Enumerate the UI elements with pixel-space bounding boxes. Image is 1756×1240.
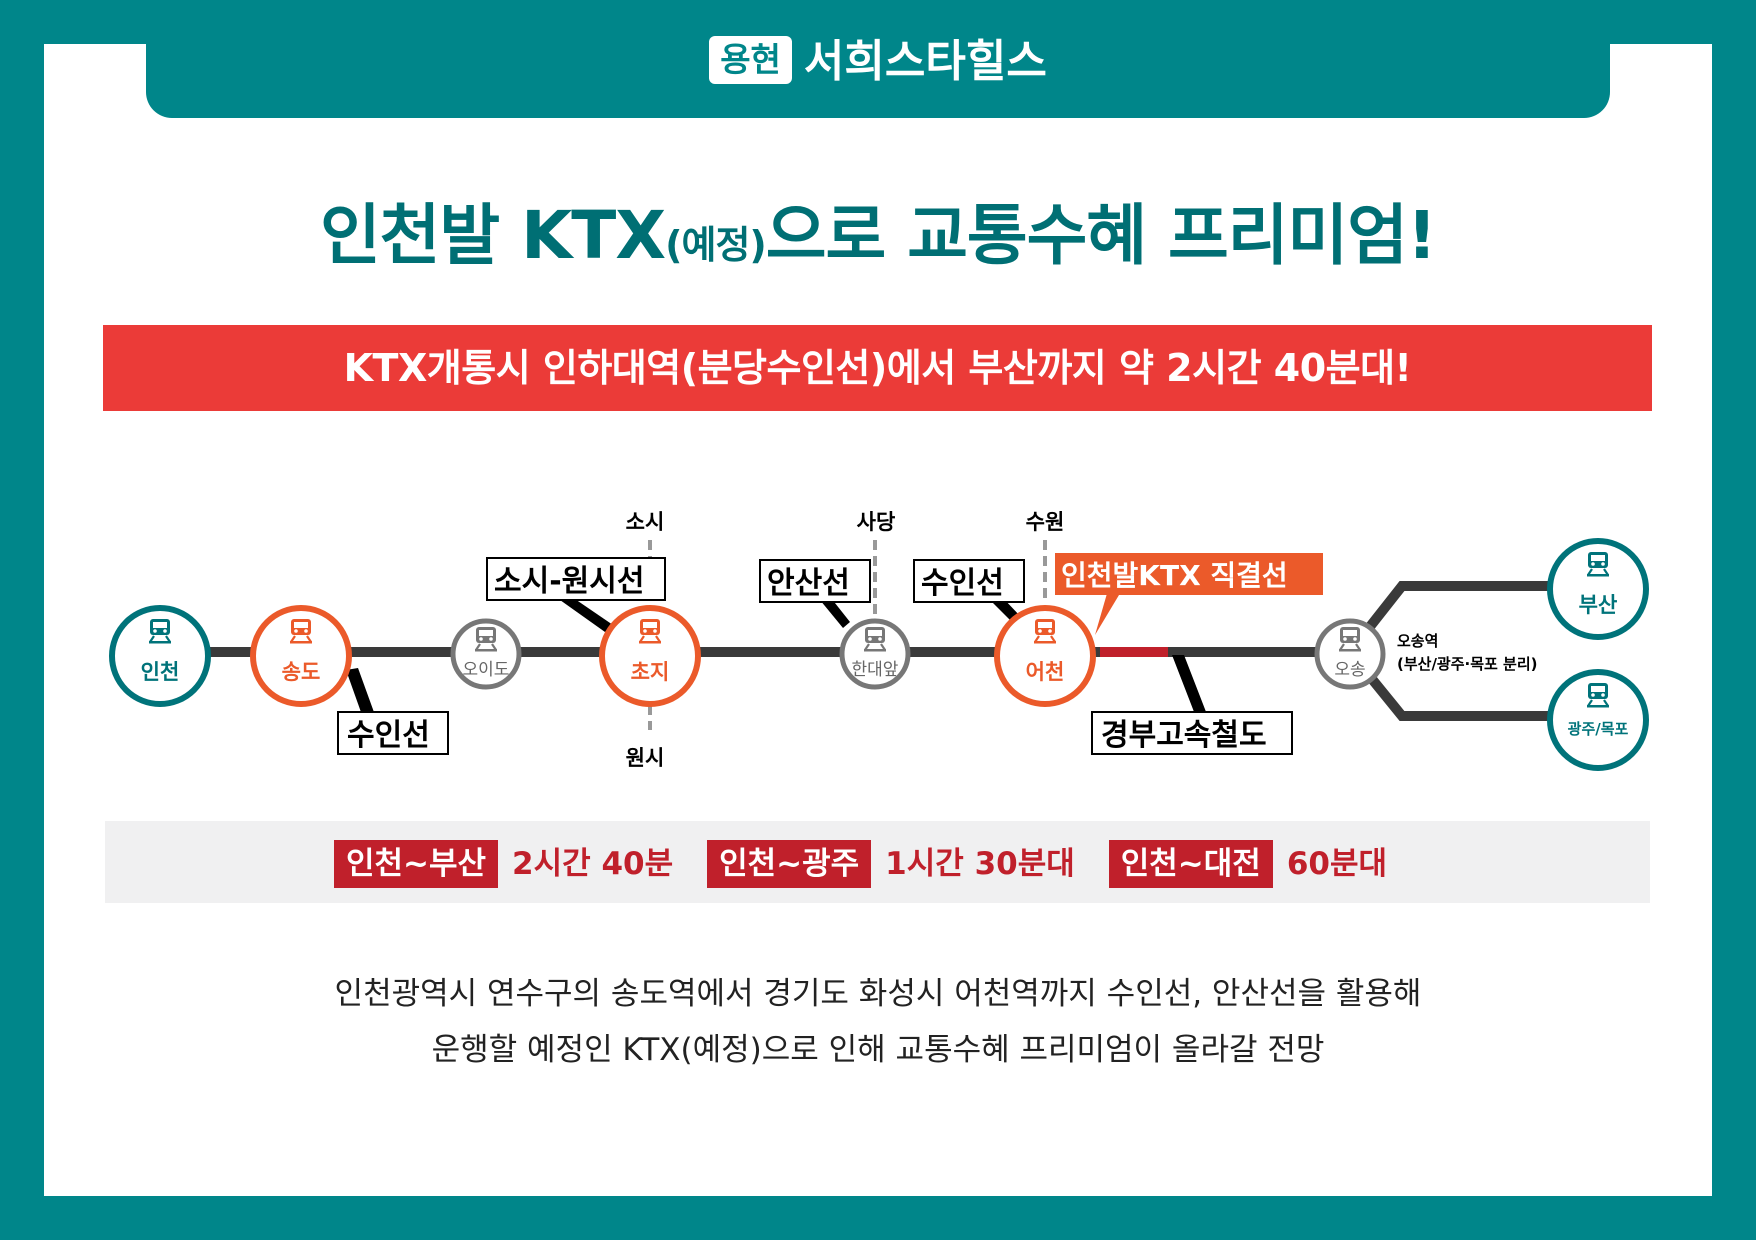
station-name: 한대앞 (852, 660, 899, 680)
station-name: 부산 (1579, 593, 1618, 617)
description-line: 운행할 예정인 KTX(예정)으로 인해 교통수혜 프리미엄이 올라갈 전망 (431, 1032, 1325, 1068)
station-choji: 초지 (599, 605, 701, 707)
pointer (1172, 655, 1208, 717)
description-line: 인천광역시 연수구의 송도역에서 경기도 화성시 어천역까지 수인선, 안산선을… (334, 976, 1422, 1012)
branch-label-wonsi: 원시 (626, 746, 665, 770)
osong-note-detail: (부산/광주·목포 분리) (1397, 655, 1538, 673)
osong-note-title: 오송역 (1397, 632, 1438, 650)
callout-sosi-wonsi: 소시-원시선 (486, 557, 666, 601)
route-time-daejeon: 60분대 (1286, 845, 1388, 882)
callout-ktx-direct: 인천발KTX 직결선 (1055, 553, 1323, 595)
callout-ansan: 안산선 (759, 559, 871, 603)
branch-label-sosi: 소시 (626, 510, 665, 534)
banner: KTX개통시 인하대역(분당수인선)에서 부산까지 약 2시간 40분대! (103, 325, 1652, 411)
line-label: 안산선 (767, 566, 850, 601)
headline: 인천발 KTX(예정)으로 교통수혜 프리미엄! (0, 190, 1756, 291)
callout-suin-songdo: 수인선 (337, 711, 449, 755)
route-time-gwangju: 1시간 30분대 (885, 845, 1075, 882)
line-label: 소시-원시선 (494, 564, 644, 599)
station-busan: 부산 (1547, 538, 1649, 640)
route-map: 인천 송도 오이도 초지 한대앞 어천 (109, 510, 1649, 771)
station-oido: 오이도 (450, 618, 522, 690)
branch-label-sadang: 사당 (857, 510, 896, 534)
station-name: 오이도 (463, 660, 510, 680)
station-handaeap: 한대앞 (839, 618, 911, 690)
travel-time-bar: 인천~부산 2시간 40분 인천~광주 1시간 30분대 인천~대전 60분대 (105, 821, 1650, 903)
line-label: 인천발KTX 직결선 (1061, 559, 1288, 592)
station-name: 초지 (631, 660, 670, 684)
pointer (560, 597, 613, 632)
line-label: 수인선 (921, 566, 1004, 601)
headline-rest: 으로 교통수혜 프리미엄! (765, 197, 1437, 274)
headline-note: (예정) (665, 223, 767, 267)
station-incheon: 인천 (109, 605, 211, 707)
route-label-daejeon: 인천~대전 (1108, 839, 1273, 888)
station-name: 오송 (1334, 660, 1365, 680)
callout-pointers (346, 590, 1208, 717)
brand-name: 서희스타힐스 (803, 36, 1047, 87)
callout-gyeongbu: 경부고속철도 (1091, 711, 1293, 755)
brand-badge: 용현 (709, 36, 792, 84)
station-name: 어천 (1026, 660, 1065, 684)
pointer (820, 598, 850, 628)
station-name: 송도 (282, 660, 321, 684)
route-label-gwangju: 인천~광주 (707, 839, 872, 888)
route-label-busan: 인천~부산 (333, 839, 499, 888)
station-name: 인천 (141, 660, 180, 684)
callout-suin-eocheon: 수인선 (913, 559, 1025, 603)
description: 인천광역시 연수구의 송도역에서 경기도 화성시 어천역까지 수인선, 안산선을… (0, 966, 1756, 1078)
branch-label-suwon: 수원 (1026, 510, 1065, 534)
pointer (346, 668, 375, 715)
station-name: 광주/목포 (1568, 720, 1629, 738)
station-osong: 오송 (1314, 618, 1386, 690)
ktx-pointer (1095, 590, 1122, 635)
line-label: 수인선 (347, 718, 430, 753)
station-gwangju-mokpo: 광주/목포 (1547, 669, 1649, 771)
headline-main: 인천발 KTX (319, 197, 666, 274)
station-songdo: 송도 (250, 605, 352, 707)
header-tab (146, 0, 1610, 118)
station-eocheon: 어천 (994, 605, 1096, 707)
line-label: 경부고속철도 (1101, 718, 1267, 753)
route-time-busan: 2시간 40분 (512, 845, 674, 882)
